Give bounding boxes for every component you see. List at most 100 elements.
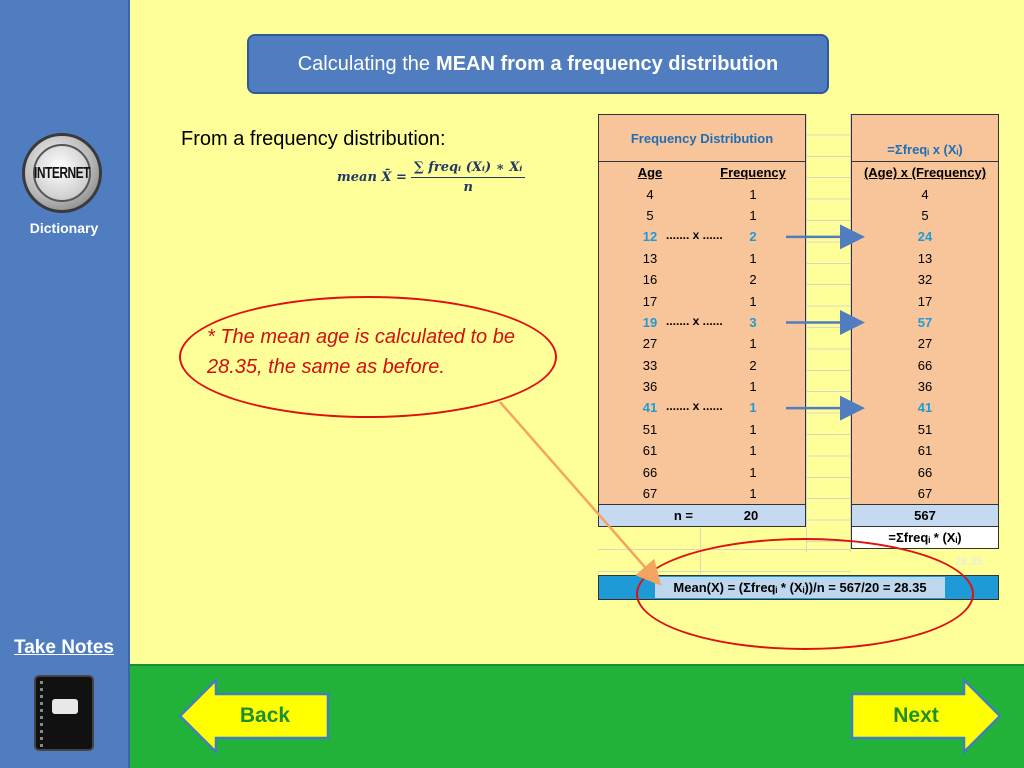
frequency-cell: 1 [749, 336, 757, 352]
table-row: 13 [852, 248, 998, 269]
sum-row: 567 [851, 505, 999, 528]
internet-logo-text: INTERNET [34, 163, 91, 183]
formula-lhs: mean X̄ = [337, 170, 407, 185]
notebook-tab [52, 699, 78, 714]
age-cell: 4 [646, 186, 654, 202]
product-column-header: (Age) x (Frequency) [863, 165, 987, 181]
product-cell: 13 [917, 250, 933, 266]
table-row: 4 [852, 183, 998, 204]
note-text: * The mean age is calculated to be 28.35… [207, 326, 515, 378]
age-cell: 66 [642, 464, 658, 480]
age-cell: 13 [642, 250, 658, 266]
table-row: 41 1 [599, 397, 805, 418]
frequency-table-header: Frequency Distribution [598, 114, 806, 162]
product-cell: 41 [917, 400, 933, 416]
table-row: 51 [852, 419, 998, 440]
frequency-cell: 1 [749, 293, 757, 309]
product-table-header: =Σfreqᵢ x (Xᵢ) [851, 114, 999, 162]
frequency-column-header: Frequency [720, 165, 786, 181]
age-column-header: Age [637, 165, 663, 181]
product-cell: 67 [917, 486, 933, 502]
back-arrow-icon [178, 678, 330, 754]
product-cell: 27 [917, 336, 933, 352]
table-row: 5 [852, 205, 998, 226]
frequency-cell: 2 [749, 272, 757, 288]
table-row: 66 [852, 355, 998, 376]
back-label: Back [239, 704, 291, 727]
frequency-cell: 1 [749, 186, 757, 202]
table-row: 61 [852, 440, 998, 461]
notebook-icon[interactable] [34, 675, 94, 751]
product-cell: 24 [917, 229, 933, 245]
note-to-result-arrow [499, 401, 662, 586]
product-cell: 61 [917, 443, 933, 459]
n-value: 20 [743, 508, 759, 524]
table-row: 27 [852, 333, 998, 354]
age-cell: 19 [642, 314, 658, 330]
multiply-dots: ....... x ...... [666, 313, 723, 328]
age-cell: 36 [642, 379, 658, 395]
frequency-cell: 1 [749, 379, 757, 395]
product-cell: 5 [921, 207, 929, 223]
table-row: 67 [852, 483, 998, 504]
age-cell: 27 [642, 336, 658, 352]
age-cell: 17 [642, 293, 658, 309]
formula-numerator: ∑ freqᵢ (Xᵢ) ∗ Xᵢ [410, 160, 526, 178]
frequency-cell: 1 [749, 486, 757, 502]
result-ellipse [636, 538, 974, 650]
notebook-spine [40, 681, 43, 747]
frequency-cell: 3 [749, 314, 757, 330]
frequency-cell: 2 [749, 357, 757, 373]
note-ellipse [179, 296, 557, 418]
table-row: 27 1 [599, 333, 805, 354]
product-cell: 57 [917, 314, 933, 330]
age-cell: 33 [642, 357, 658, 373]
age-cell: 41 [642, 400, 658, 416]
table-row: 66 [852, 461, 998, 482]
internet-logo-inner: INTERNET [33, 144, 91, 202]
dictionary-label[interactable]: Dictionary [29, 220, 99, 236]
mean-formula: mean X̄ = ∑ freqᵢ (Xᵢ) ∗ Xᵢ n [337, 160, 526, 195]
table-row: 24 [852, 226, 998, 247]
n-label: n = [673, 508, 693, 524]
next-button[interactable]: Next [850, 678, 1002, 754]
take-notes-link[interactable]: Take Notes [14, 637, 114, 658]
frequency-cell: 1 [749, 207, 757, 223]
table-row: 41 [852, 397, 998, 418]
table-row: 17 [852, 290, 998, 311]
table-row: 19 3 [599, 312, 805, 333]
title-bold: MEAN from a frequency distribution [436, 52, 779, 75]
table-row: 66 1 [599, 461, 805, 482]
formula-fraction: ∑ freqᵢ (Xᵢ) ∗ Xᵢ n [410, 160, 526, 195]
n-row: n = 20 [598, 505, 806, 528]
back-button[interactable]: Back [178, 678, 330, 754]
table-row: 32 [852, 269, 998, 290]
frequency-cell: 1 [749, 400, 757, 416]
faded-cell-value: 28.35 [955, 556, 983, 568]
internet-dictionary-icon[interactable]: INTERNET [22, 133, 102, 213]
product-cell: 36 [917, 379, 933, 395]
product-cell: 32 [917, 272, 933, 288]
next-arrow-icon [850, 678, 1002, 754]
frequency-cell: 1 [749, 443, 757, 459]
table-row: 33 2 [599, 355, 805, 376]
sum-label: =Σfreqᵢ * (Xᵢ) [888, 530, 962, 546]
product-cell: 51 [917, 421, 933, 437]
product-cell: 66 [917, 464, 933, 480]
frequency-cell: 1 [749, 464, 757, 480]
product-table-body: (Age) x (Frequency) 4 5 24 13 32 17 57 27 66 36 41… [851, 162, 999, 506]
frequency-cell: 2 [749, 229, 757, 245]
multiply-dots: ....... x ...... [666, 227, 723, 242]
age-cell: 51 [642, 421, 658, 437]
frequency-table-column-headers: Age Frequency [599, 162, 805, 183]
